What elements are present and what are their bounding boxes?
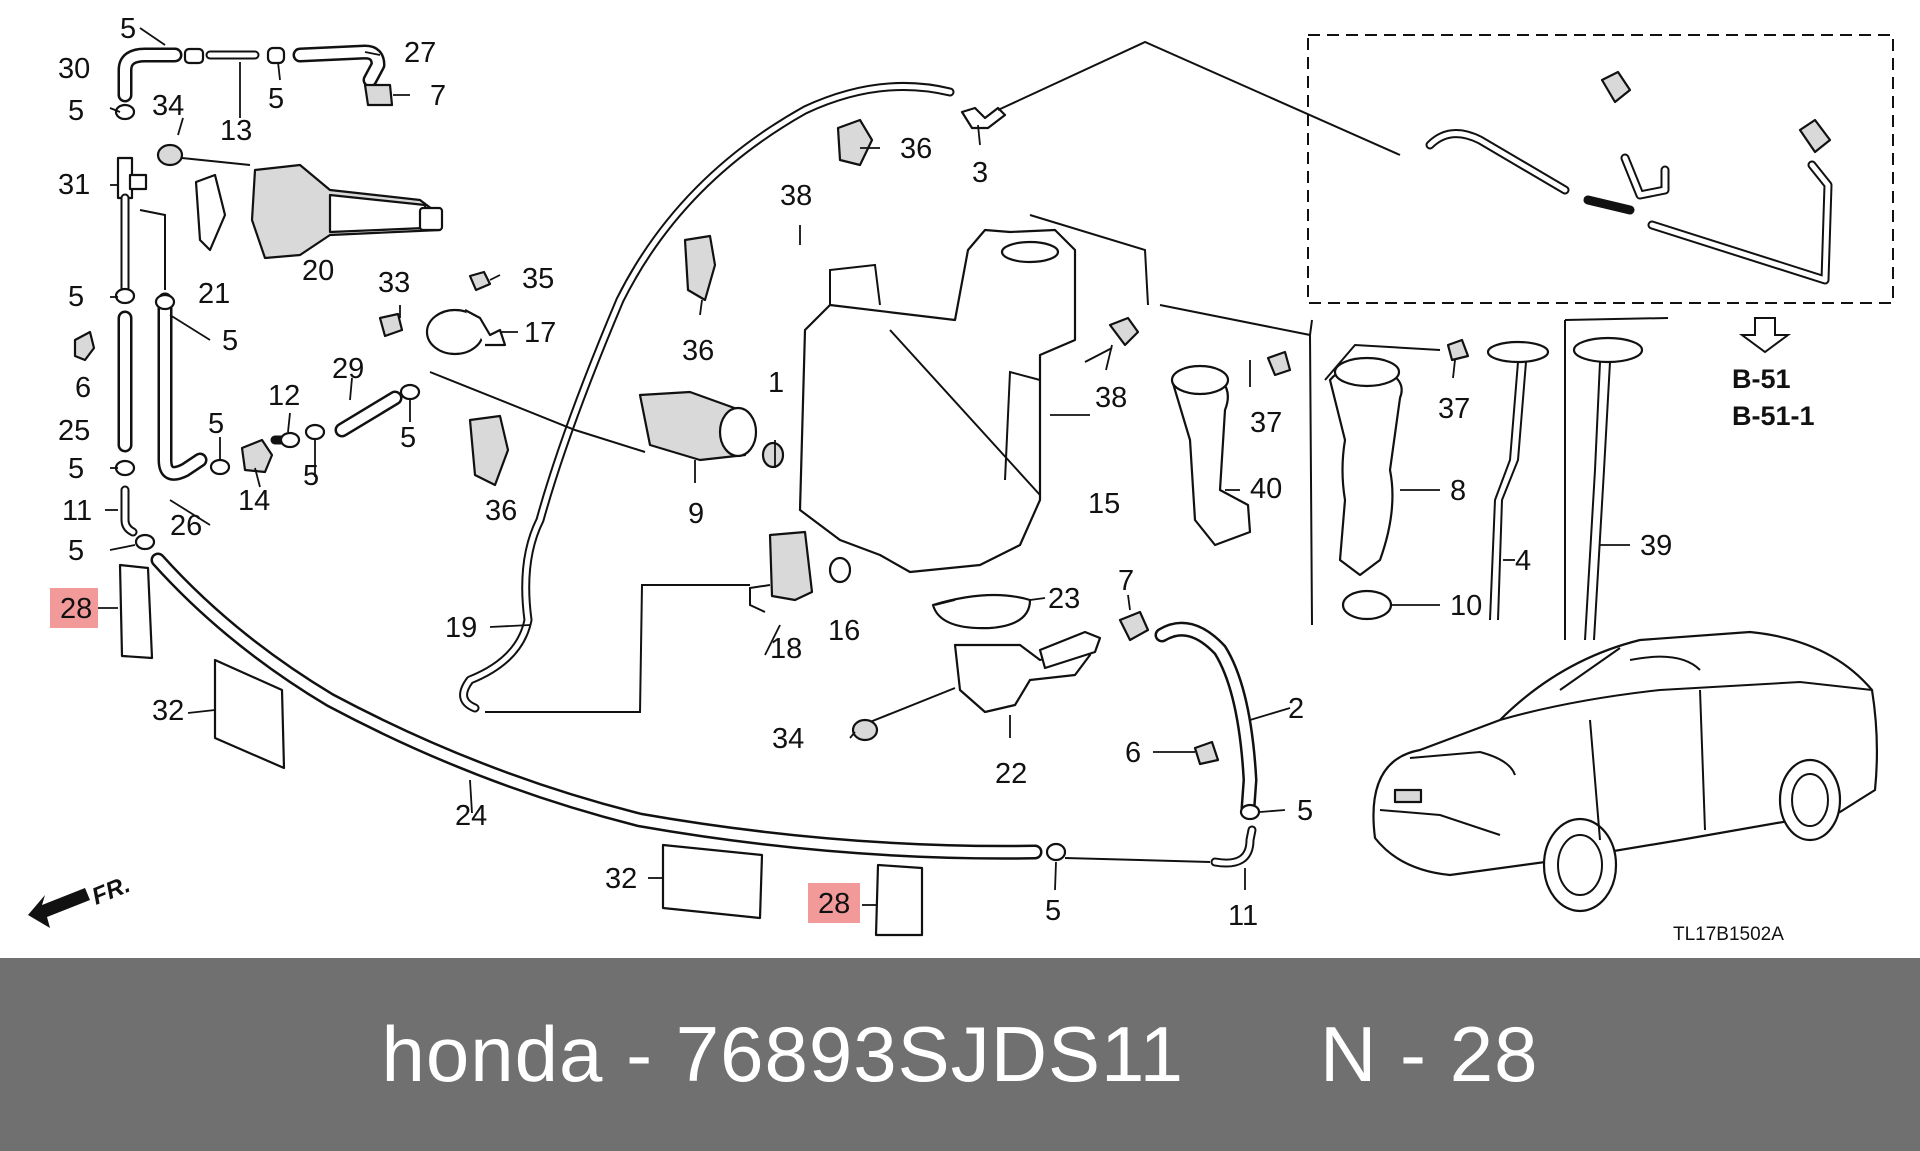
callout-28-highlighted: 28 bbox=[60, 593, 92, 625]
callout-15: 15 bbox=[1088, 488, 1120, 520]
foam-pads bbox=[118, 563, 924, 937]
callout-8: 8 bbox=[1450, 475, 1466, 507]
headlight-washer-20 bbox=[156, 143, 444, 260]
callout-14: 14 bbox=[238, 485, 270, 517]
callout-32: 32 bbox=[152, 695, 184, 727]
callout-5: 5 bbox=[400, 422, 416, 454]
callout-38: 38 bbox=[1095, 382, 1127, 414]
callout-2: 2 bbox=[1288, 693, 1304, 725]
front-direction-label: FR. bbox=[88, 871, 134, 911]
callout-5: 5 bbox=[68, 95, 84, 127]
callout-25: 25 bbox=[58, 415, 90, 447]
highlight-box-28 bbox=[50, 588, 98, 628]
callout-23: 23 bbox=[1048, 583, 1080, 615]
callout-12: 12 bbox=[268, 380, 300, 412]
callout-36: 36 bbox=[682, 335, 714, 367]
callout-3: 3 bbox=[972, 157, 988, 189]
callout-39: 39 bbox=[1640, 530, 1672, 562]
footer-position-label: N - 28 bbox=[1320, 1010, 1539, 1098]
callout-30: 30 bbox=[58, 53, 90, 85]
callout-32: 32 bbox=[605, 863, 637, 895]
callout-7: 7 bbox=[430, 80, 446, 112]
reference-arrow-icon bbox=[1738, 317, 1792, 354]
footer-part-number: 76893SJDS11 bbox=[675, 1010, 1185, 1098]
headlight-washer-22 bbox=[851, 610, 1220, 766]
callout-29: 29 bbox=[332, 353, 364, 385]
filler-neck-40 bbox=[1159, 304, 1313, 626]
callout-36: 36 bbox=[485, 495, 517, 527]
callout-5: 5 bbox=[120, 13, 136, 45]
callout-22: 22 bbox=[995, 758, 1027, 790]
callout-10: 10 bbox=[1450, 590, 1482, 622]
callout-20: 20 bbox=[302, 255, 334, 287]
highlight-box-28 bbox=[808, 883, 860, 923]
callout-5: 5 bbox=[303, 460, 319, 492]
callout-5: 5 bbox=[1297, 795, 1313, 827]
callout-37: 37 bbox=[1438, 393, 1470, 425]
washer-tank-15 bbox=[798, 214, 1149, 574]
callout-5: 5 bbox=[268, 83, 284, 115]
callout-35: 35 bbox=[522, 263, 554, 295]
callout-1: 1 bbox=[768, 367, 784, 399]
callout-9: 9 bbox=[688, 498, 704, 530]
callout-11: 11 bbox=[62, 495, 92, 527]
callout-7: 7 bbox=[1118, 565, 1134, 597]
diagram-code: TL17B1502A bbox=[1673, 924, 1784, 945]
callout-5: 5 bbox=[1045, 895, 1061, 927]
callout-38: 38 bbox=[780, 180, 812, 212]
front-arrow-icon bbox=[28, 888, 90, 928]
level-gauge-4 bbox=[1486, 340, 1550, 621]
callout-5: 5 bbox=[208, 408, 224, 440]
callout-13: 13 bbox=[220, 115, 252, 147]
hose-2 bbox=[1154, 621, 1261, 821]
callout-40: 40 bbox=[1250, 473, 1282, 505]
footer-separator: - bbox=[603, 1010, 676, 1098]
reference-b51: B-51 bbox=[1732, 364, 1791, 394]
callout-37: 37 bbox=[1250, 407, 1282, 439]
hose-24 bbox=[150, 552, 1257, 868]
parts-diagram: FR. bbox=[28, 13, 1894, 945]
callout-5: 5 bbox=[68, 535, 84, 567]
callout-6: 6 bbox=[75, 372, 91, 404]
callout-11: 11 bbox=[1228, 900, 1258, 932]
callout-34: 34 bbox=[772, 723, 804, 755]
callout-33: 33 bbox=[378, 267, 410, 299]
footer-brand: honda bbox=[381, 1010, 604, 1098]
callout-6: 6 bbox=[1125, 737, 1141, 769]
part-info-bar: honda - 76893SJDS11 N - 28 bbox=[0, 958, 1920, 1151]
callout-5: 5 bbox=[222, 325, 238, 357]
callout-16: 16 bbox=[828, 615, 860, 647]
callout-26: 26 bbox=[170, 510, 202, 542]
callout-34: 34 bbox=[152, 90, 184, 122]
hose-19 bbox=[459, 40, 1401, 713]
callout-4: 4 bbox=[1515, 545, 1531, 577]
level-gauge-39 bbox=[1564, 317, 1669, 641]
vehicle-illustration bbox=[1372, 630, 1879, 913]
callout-19: 19 bbox=[445, 612, 477, 644]
callout-5: 5 bbox=[68, 453, 84, 485]
windshield-nozzle-box bbox=[1307, 34, 1894, 304]
footer-gap bbox=[1184, 1009, 1320, 1100]
callout-18: 18 bbox=[770, 633, 802, 665]
clips-upper bbox=[378, 118, 874, 487]
callout-17: 17 bbox=[524, 317, 556, 349]
callout-21: 21 bbox=[198, 278, 230, 310]
callout-5: 5 bbox=[68, 281, 84, 313]
reference-b51-1: B-51-1 bbox=[1732, 401, 1815, 431]
callout-24: 24 bbox=[455, 800, 487, 832]
callout-labels: 5 30 5 34 13 5 27 7 31 20 21 5 5 6 25 5 … bbox=[50, 13, 1815, 945]
washer-pump-18 bbox=[749, 530, 1032, 630]
leader-lines bbox=[98, 27, 1630, 906]
callout-36: 36 bbox=[900, 133, 932, 165]
front-direction-indicator: FR. bbox=[28, 871, 134, 928]
callout-28-highlighted: 28 bbox=[818, 888, 850, 920]
washer-motor-9 bbox=[429, 371, 785, 469]
callout-31: 31 bbox=[58, 169, 90, 201]
filler-neck-8 bbox=[1324, 338, 1470, 621]
callout-27: 27 bbox=[404, 37, 436, 69]
